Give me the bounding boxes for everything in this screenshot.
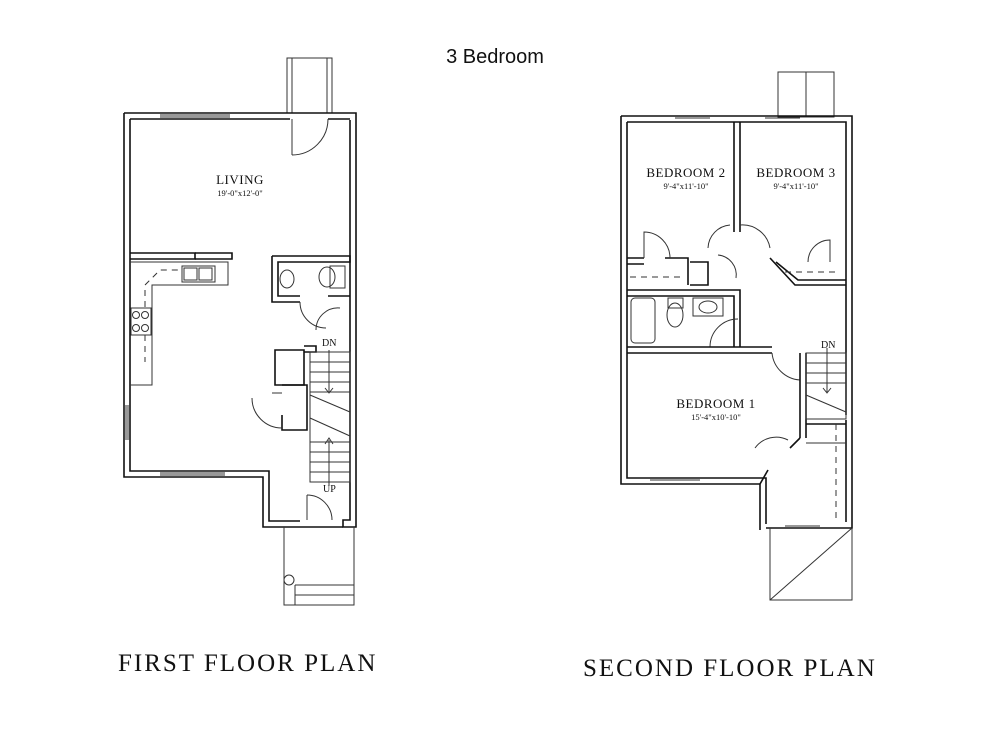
second-floor-plan [620, 71, 853, 601]
room-name: LIVING [216, 172, 264, 187]
room-bedroom-3: BEDROOM 3 9'-4"x11'-10" [750, 165, 842, 191]
room-name: BEDROOM 2 [646, 165, 726, 180]
room-living: LIVING 19'-0"x12'-0" [195, 172, 285, 198]
second-floor-caption: SECOND FLOOR PLAN [583, 655, 877, 682]
front-porch-top [286, 57, 333, 114]
stairs-down-label: DN [322, 338, 337, 349]
room-name: BEDROOM 1 [676, 396, 756, 411]
stairs-down-label: DN [821, 340, 836, 351]
room-dimensions: 15'-4"x10'-10" [691, 412, 741, 422]
stairs-up-label: UP [323, 484, 336, 495]
room-dimensions: 9'-4"x11'-10" [773, 181, 819, 191]
room-bedroom-1: BEDROOM 1 15'-4"x10'-10" [670, 396, 762, 422]
first-floor-plan [123, 57, 357, 606]
room-dimensions: 19'-0"x12'-0" [217, 188, 263, 198]
room-bedroom-2: BEDROOM 2 9'-4"x11'-10" [640, 165, 732, 191]
room-name: BEDROOM 3 [756, 165, 836, 180]
first-floor-caption: FIRST FLOOR PLAN [118, 650, 378, 677]
room-dimensions: 9'-4"x11'-10" [663, 181, 709, 191]
page-title: 3 Bedroom [446, 46, 544, 68]
